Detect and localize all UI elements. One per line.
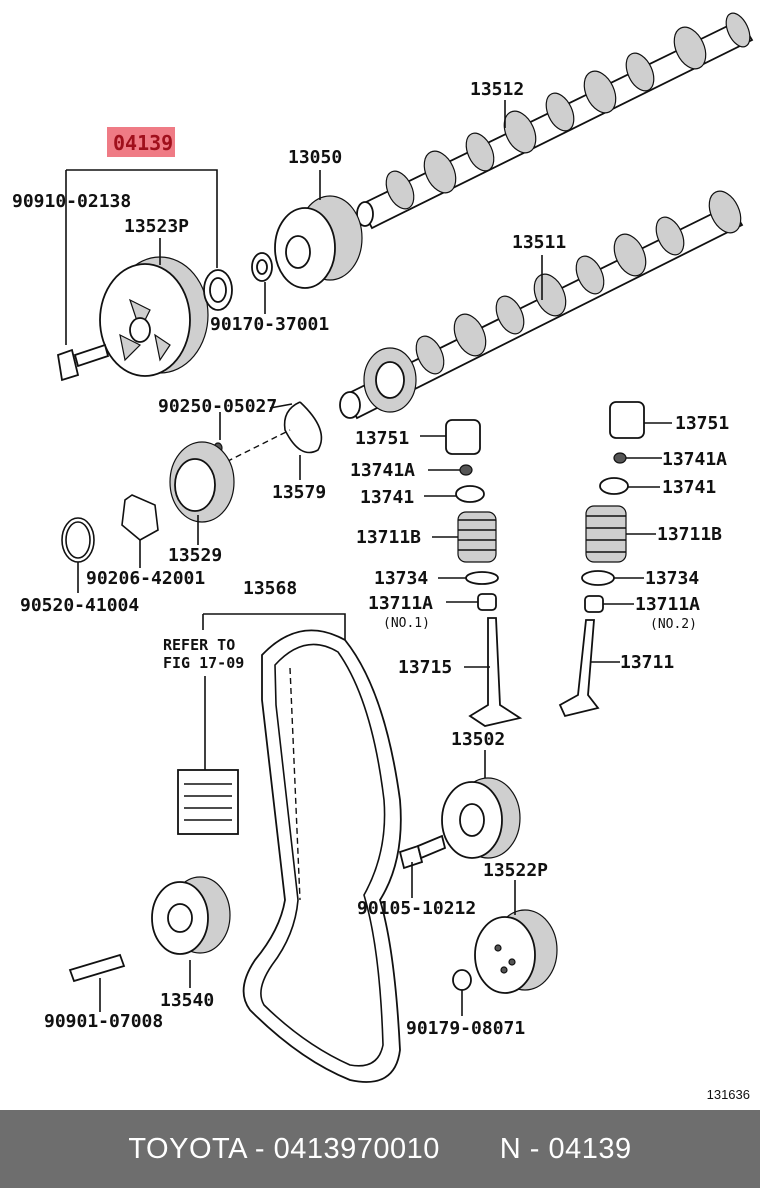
label-13751-a: 13751 [355, 428, 409, 449]
spring-seat-1 [465, 571, 499, 585]
parts-diagram: 04139 13512 13050 90910-02138 13523P 135… [12, 12, 754, 1083]
spring-seat-2 [581, 570, 615, 586]
label-13502: 13502 [451, 729, 505, 750]
pulley-bolt [56, 343, 110, 382]
valve-spring-1 [457, 511, 497, 563]
label-13734-a: 13734 [374, 568, 428, 589]
tensioner-pulley [151, 876, 231, 955]
label-90206: 90206-42001 [86, 568, 205, 589]
vvt-pulley [274, 195, 363, 289]
label-13579: 13579 [272, 482, 326, 503]
refer-note-line1: REFER TO [163, 636, 235, 654]
valve-shim-2 [613, 452, 627, 464]
idler-bolt [398, 834, 447, 870]
valve-2 [558, 619, 600, 718]
label-13050: 13050 [288, 147, 342, 168]
retainer-2 [599, 477, 629, 495]
label-13711A-a: 13711A [368, 593, 433, 614]
stem-seal-1 [477, 593, 497, 611]
footer-text: TOYOTA - 0413970010 N - 04139 [128, 1132, 632, 1165]
label-13711: 13711 [620, 652, 674, 673]
figure-number: 131636 [706, 1087, 750, 1102]
label-13540: 13540 [160, 990, 214, 1011]
label-13711B-a: 13711B [356, 527, 421, 548]
tensioner-stud [68, 953, 126, 983]
camshaft-intake [339, 190, 744, 420]
idler-pulley [441, 777, 521, 859]
camshaft-timing-pulley [99, 256, 209, 377]
label-13741-a: 13741 [360, 487, 414, 508]
camshaft-exhaust [356, 12, 754, 230]
label-13734-b: 13734 [645, 568, 699, 589]
valve-1 [468, 617, 523, 727]
label-13523P: 13523P [124, 216, 189, 237]
label-13741A-b: 13741A [662, 449, 727, 470]
snap-ring-small [61, 517, 95, 563]
label-90520: 90520-41004 [20, 595, 139, 616]
crankshaft-timing-pulley [474, 909, 558, 994]
label-13522P: 13522P [483, 860, 548, 881]
label-13711A-b: 13711A [635, 594, 700, 615]
valve-lifter-2 [609, 401, 645, 439]
label-13512: 13512 [470, 79, 524, 100]
scissors-gear [169, 441, 235, 523]
crank-nut [452, 969, 472, 991]
label-13711B-b: 13711B [657, 524, 722, 545]
highlight-part-label: 04139 [113, 131, 173, 155]
label-90910: 90910-02138 [12, 191, 131, 212]
label-13751-b: 13751 [675, 413, 729, 434]
timing-belt [242, 629, 402, 1083]
label-13741A-a: 13741A [350, 460, 415, 481]
label-90901: 90901-07008 [44, 1011, 163, 1032]
retainer-1 [455, 485, 485, 503]
label-13568: 13568 [243, 578, 297, 599]
highlight-box [107, 127, 175, 157]
wave-washer [121, 494, 159, 541]
camshaft-seal [203, 269, 233, 311]
label-13511: 13511 [512, 232, 566, 253]
valve-lifter-1 [445, 419, 481, 455]
oil-seal [251, 252, 273, 282]
reference-box [177, 769, 239, 835]
label-no1: (NO.1) [383, 616, 430, 631]
stem-seal-2 [584, 595, 604, 613]
label-90170: 90170-37001 [210, 314, 329, 335]
label-13741-b: 13741 [662, 477, 716, 498]
footer-bar: TOYOTA - 0413970010 N - 04139 [0, 1110, 760, 1188]
label-13529: 13529 [168, 545, 222, 566]
valve-spring-2 [585, 505, 627, 563]
label-90179: 90179-08071 [406, 1018, 525, 1039]
valve-shim-1 [459, 464, 473, 476]
refer-note-line2: FIG 17-09 [163, 654, 244, 672]
snap-ring [283, 401, 323, 454]
label-90105: 90105-10212 [357, 898, 476, 919]
label-13715: 13715 [398, 657, 452, 678]
label-90250: 90250-05027 [158, 396, 277, 417]
label-no2: (NO.2) [650, 617, 697, 632]
